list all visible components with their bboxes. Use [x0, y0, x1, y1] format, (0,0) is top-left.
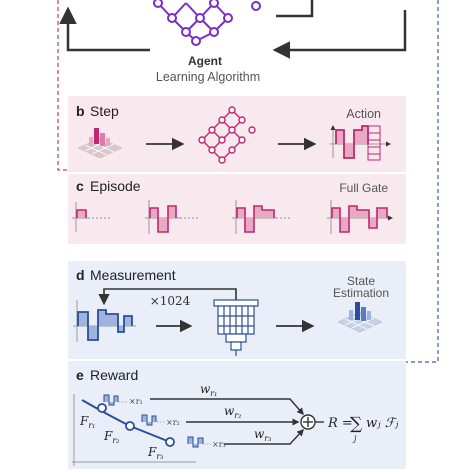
agent-top-right-line: [276, 0, 314, 18]
fidelity-decay-plot: [72, 394, 196, 466]
mini-pulse-1: [103, 394, 128, 406]
measurement-pulse-icon: [73, 300, 136, 342]
action-pulse-icon: [330, 125, 391, 161]
panel-measurement-reward: [68, 261, 406, 469]
state-grid-pink-icon: [77, 128, 123, 159]
agent-loop-right-arrow: [272, 10, 407, 59]
episode-pulse-full: [327, 200, 393, 234]
panel-c-letter: c: [76, 178, 84, 194]
fidelity-label-1: Fr₁: [79, 414, 95, 430]
agent-title: Agent: [188, 54, 222, 68]
weight-label-1: wr₁: [200, 382, 217, 398]
reward-formula-lhs: R =: [327, 416, 353, 431]
times-label-1: ×r₁: [129, 397, 143, 406]
quantum-device-icon: [213, 299, 259, 356]
small-network-icon: [198, 106, 256, 164]
full-gate-label: Full Gate: [339, 181, 388, 195]
repeat-arrow: [98, 288, 237, 306]
mini-pulse-2: [141, 414, 165, 426]
episode-pulse-2: [145, 200, 198, 234]
times-label-2: ×r₂: [166, 418, 180, 427]
panel-e-letter: e: [76, 367, 84, 383]
weight-line-3: [224, 428, 304, 445]
mini-pulse-3: [187, 436, 211, 448]
dashed-loop-right: [406, 0, 439, 363]
reward-formula-index: j: [352, 434, 357, 443]
reward-formula-sum: ∑: [350, 414, 362, 434]
weight-line-1: [150, 398, 304, 416]
episode-pulse-3: [232, 200, 292, 234]
panel-c-title: Episode: [90, 178, 141, 194]
repeat-count-label: ×1024: [150, 294, 191, 308]
fidelity-label-2: Fr₂: [103, 429, 119, 445]
neural-network-icon: [153, 0, 261, 46]
dashed-loop-left: [57, 0, 68, 171]
fidelity-label-3: Fr₃: [147, 445, 163, 461]
state-label-line1: State: [347, 274, 375, 288]
agent-loop-left-arrow: [59, 6, 150, 52]
sum-node-icon: [300, 414, 316, 430]
times-label-3: ×r₃: [212, 440, 226, 449]
action-label: Action: [346, 107, 381, 121]
panel-d-title: Measurement: [90, 267, 176, 283]
panel-d-letter: d: [76, 267, 85, 283]
weight-label-3: wr₃: [254, 427, 271, 443]
weight-label-2: wr₂: [224, 404, 241, 420]
reward-formula-term: wⱼ ℱⱼ: [366, 416, 399, 431]
panel-b-letter: b: [76, 103, 85, 119]
panel-b-title: Step: [90, 103, 119, 119]
state-label-line2: Estimation: [333, 286, 389, 300]
panel-e-title: Reward: [90, 367, 138, 383]
episode-pulse-1: [72, 202, 112, 232]
state-grid-blue-icon: [337, 302, 383, 333]
agent-subtitle: Learning Algorithm: [156, 70, 260, 84]
